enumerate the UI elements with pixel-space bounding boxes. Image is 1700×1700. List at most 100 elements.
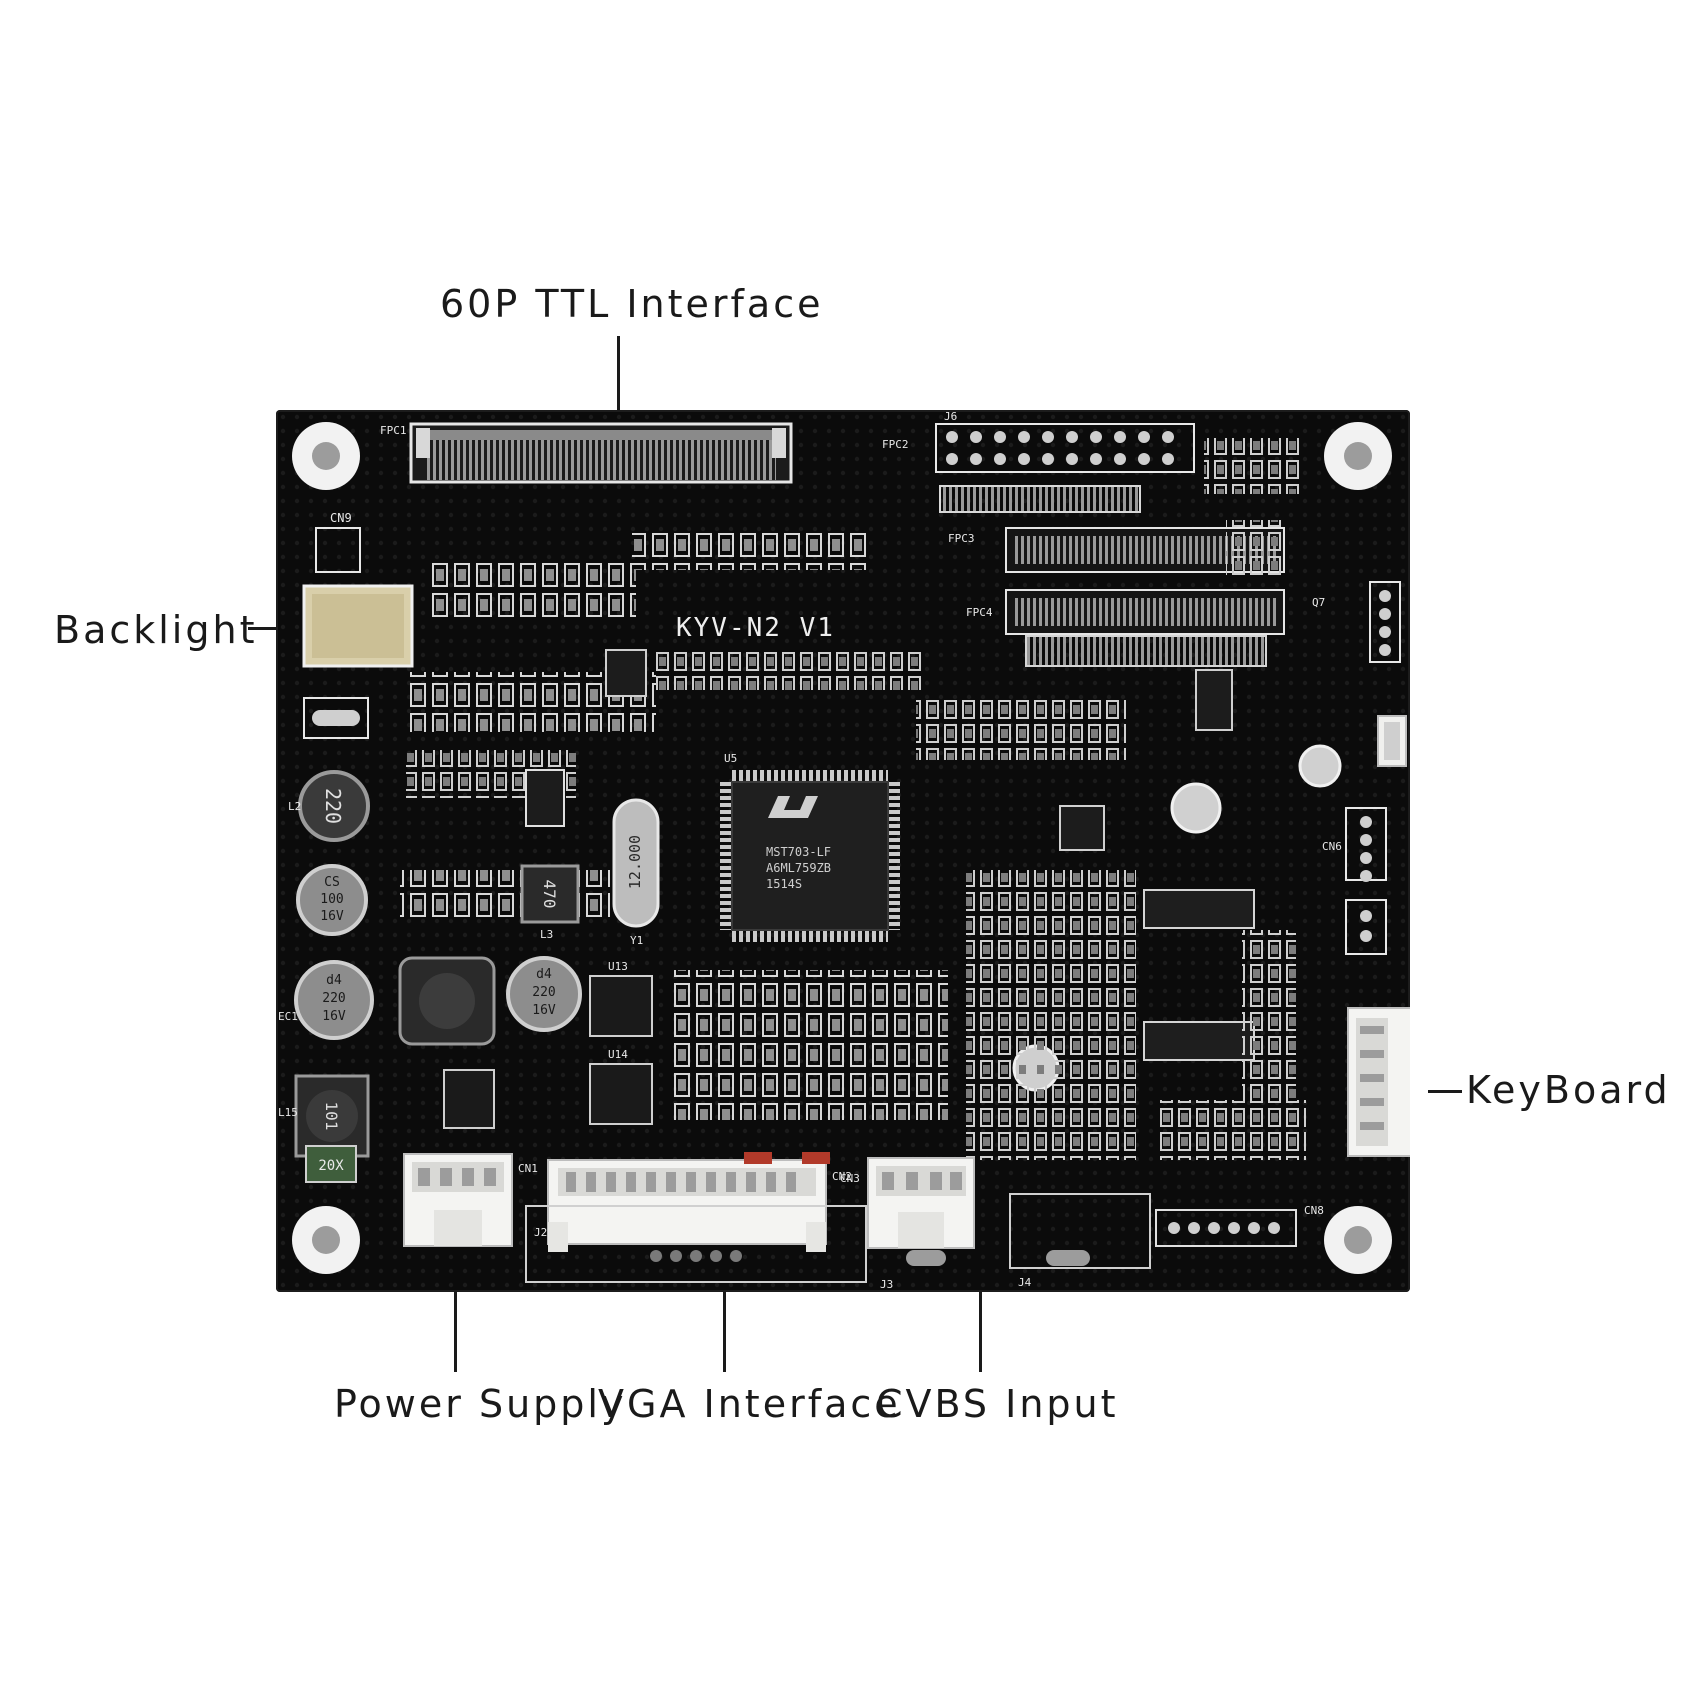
j5-connector [1377, 715, 1407, 767]
inductor-l3: 470 [520, 864, 580, 924]
svg-text:16V: 16V [320, 909, 344, 924]
silk-fpc2: FPC2 [882, 438, 909, 451]
svg-text:d4: d4 [326, 973, 342, 988]
silk-cn2: CN2 [832, 1170, 852, 1183]
silk-cn6: CN6 [1322, 840, 1342, 853]
inductor-l2: 220 [298, 770, 370, 842]
silk-fpc4: FPC4 [966, 606, 993, 619]
cn8-header [1155, 1209, 1297, 1247]
smd-row-left-1 [426, 562, 636, 622]
pcb-board: FPC1 J6 FPC2 FPC3 FPC4 [276, 410, 1415, 1292]
silk-l3: L3 [540, 928, 553, 941]
svg-text:12.000: 12.000 [626, 835, 644, 889]
silk-j4: J4 [1018, 1276, 1032, 1289]
power-inductor-center [398, 956, 496, 1046]
leader-cvbs [979, 1250, 982, 1372]
label-cvbs-input: CVBS Input [876, 1382, 1119, 1426]
j2-footprint [525, 1205, 867, 1283]
silk-j3: J3 [880, 1278, 893, 1291]
svg-text:220: 220 [322, 991, 345, 1006]
resistor-array-right [1226, 520, 1286, 576]
smd-grid-center-right [966, 870, 1136, 1160]
ttl-fpc-connector [409, 422, 793, 484]
svg-text:101: 101 [322, 1102, 341, 1131]
diode-d2 [303, 697, 369, 739]
mounting-hole-bottom-left [292, 1206, 360, 1274]
board-model-label: KYV-N2 V1 [676, 613, 835, 643]
vga-connector-cn2 [547, 1159, 827, 1252]
smd-grid-center [668, 970, 948, 1120]
silk-fpc3: FPC3 [948, 532, 975, 545]
label-keyboard: KeyBoard [1466, 1068, 1671, 1112]
inductor-l15: 101 [294, 1074, 370, 1158]
j4-oval-pad [1046, 1250, 1090, 1266]
j3-oval-pad [906, 1250, 946, 1266]
smd-row-top-center [632, 530, 872, 570]
capacitor-d4-right: d4 220 16V [506, 956, 582, 1032]
cn5-header [1345, 899, 1387, 955]
cn7-header [1369, 581, 1401, 663]
power-connector-cn1 [403, 1153, 513, 1247]
silk-l2: L2 [288, 800, 301, 813]
ic-left-lower [443, 1069, 495, 1129]
regulator-u14 [589, 1063, 653, 1125]
smd-row-right-mid [916, 700, 1126, 760]
fpc2-connector [939, 485, 1141, 513]
j4-footprint [1009, 1193, 1151, 1269]
svg-text:A6ML759ZB: A6ML759ZB [766, 861, 831, 875]
main-chip-mst703: MST703-LF A6ML759ZB 1514S [720, 770, 900, 942]
j6-header [935, 423, 1195, 473]
ic-u7 [605, 649, 647, 697]
capacitor-ec1: d4 220 16V [294, 960, 374, 1040]
silk-j6: J6 [944, 410, 957, 423]
smd-column-right [1242, 930, 1296, 1120]
ic-u8 [1195, 669, 1233, 731]
label-backlight: Backlight [54, 608, 258, 652]
svg-text:100: 100 [320, 892, 343, 907]
silk-cn3: CN3 [840, 1172, 860, 1185]
chip-logo-icon [768, 796, 818, 818]
j2-pin-holes [650, 1250, 742, 1262]
leader-keyboard [1428, 1090, 1462, 1093]
led-red-2 [802, 1152, 830, 1164]
cn9-footprint [315, 527, 361, 573]
mounting-hole-top-left [292, 422, 360, 490]
silk-cn1: CN1 [518, 1162, 538, 1175]
leader-power [454, 1250, 457, 1372]
svg-text:470: 470 [540, 880, 559, 909]
silk-ec1: EC1 [278, 1010, 298, 1023]
leader-backlight [248, 627, 290, 630]
capacitor-cs-100: CS 100 16V [296, 864, 368, 936]
silk-cn9: CN9 [330, 511, 352, 525]
mounting-hole-top-right [1324, 422, 1392, 490]
crystal-y1: 12.000 [612, 798, 660, 928]
rp-resistor-row [656, 652, 926, 690]
label-power-supply: Power Supply [334, 1382, 627, 1426]
silk-q7: Q7 [1312, 596, 1325, 609]
leader-ttl [617, 336, 620, 452]
silk-cn8: CN8 [1304, 1204, 1324, 1217]
round-part-right [1298, 744, 1342, 788]
svg-text:CS: CS [324, 875, 340, 890]
silk-u5: U5 [724, 752, 737, 765]
ic-soic-right-upper [1143, 889, 1255, 929]
silk-l15: L15 [278, 1106, 298, 1119]
ic-soic-right-lower [1143, 1021, 1255, 1061]
cvbs-connector-cn3 [867, 1157, 975, 1249]
svg-text:220: 220 [321, 788, 345, 824]
round-part-center-right [1170, 782, 1222, 834]
fuse-f1: 20X [305, 1145, 357, 1183]
silk-y1: Y1 [630, 934, 643, 947]
silk-u14: U14 [608, 1048, 628, 1061]
svg-text:16V: 16V [322, 1009, 346, 1024]
fpc4-connector [1005, 589, 1285, 667]
keyboard-connector [1347, 1007, 1415, 1157]
svg-text:1514S: 1514S [766, 877, 802, 891]
led-red-1 [744, 1152, 772, 1164]
svg-text:MST703-LF: MST703-LF [766, 845, 831, 859]
silk-u13: U13 [608, 960, 628, 973]
svg-text:d4: d4 [536, 967, 552, 982]
silk-fpc1: FPC1 [380, 424, 407, 437]
regulator-u13 [589, 975, 653, 1037]
cn6-header [1345, 807, 1387, 882]
